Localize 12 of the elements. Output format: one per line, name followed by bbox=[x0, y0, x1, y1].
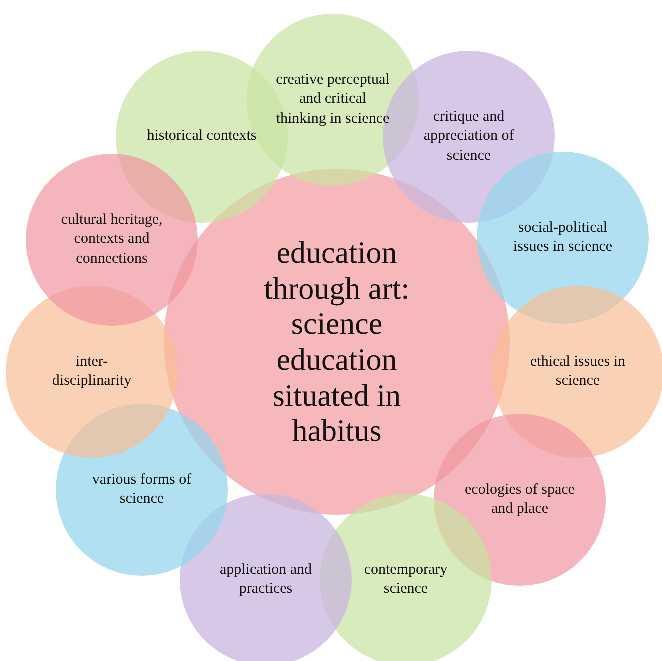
topic-label: critique and appreciation of science bbox=[422, 108, 516, 166]
topic-label: social-political issues in science bbox=[512, 218, 614, 257]
topic-label: contemporary science bbox=[363, 560, 449, 599]
topic-label: creative perceptual and critical thinking in science bbox=[275, 70, 391, 129]
topic-label: ecologies of space and place bbox=[465, 480, 575, 519]
topic-label: historical contexts bbox=[147, 127, 257, 146]
topic-label: cultural heritage, contexts and connections bbox=[60, 210, 164, 269]
topic-label: inter- disciplinarity bbox=[51, 352, 133, 391]
topic-label: application and practices bbox=[218, 560, 314, 599]
topic-label: ethical issues in science bbox=[530, 352, 626, 391]
topic-label: various forms of science bbox=[91, 470, 193, 509]
central-title: education through art: science education situated in habitus bbox=[263, 235, 411, 449]
